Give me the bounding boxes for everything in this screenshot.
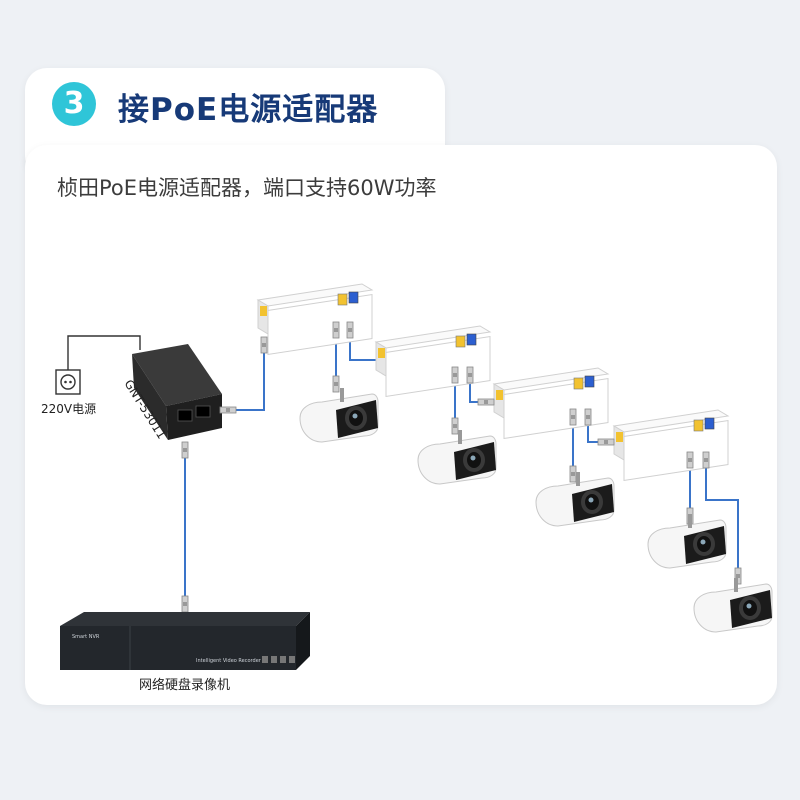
poe-adapter-icon <box>132 344 222 440</box>
rj45-plug <box>569 465 577 483</box>
rj45-plug <box>181 595 189 613</box>
rj45-plug <box>346 321 354 339</box>
cable-extender-4-to-camera-5 <box>705 455 739 580</box>
rj45-plug <box>466 366 474 384</box>
rj45-plug <box>181 441 189 459</box>
rj45-plug <box>686 451 694 469</box>
rj45-plug <box>260 336 268 354</box>
cable-adapter-to-extender-1 <box>222 338 265 411</box>
bullet-camera-1 <box>299 387 379 443</box>
poe-extender-2 <box>375 325 491 397</box>
page-title: 接PoE电源适配器 <box>118 92 379 128</box>
nvr-icon <box>60 612 310 670</box>
nvr-panel-text: Intelligent Video Recorder <box>196 658 262 664</box>
rj45-plug <box>451 417 459 435</box>
rj45-plug <box>451 366 459 384</box>
poe-extender-1 <box>257 283 373 355</box>
power-outlet-icon <box>55 369 81 395</box>
bullet-camera-2 <box>417 429 497 485</box>
poe-extender-3 <box>493 367 609 439</box>
power-cord <box>67 335 141 370</box>
power-outlet-label: 220V电源 <box>41 402 96 416</box>
bullet-camera-5 <box>693 577 773 633</box>
poe-extender-4 <box>613 409 729 481</box>
nvr-caption: 网络硬盘录像机 <box>139 677 230 693</box>
step-number-badge: 3 <box>52 82 96 126</box>
nvr-brand-text: Smart NVR <box>72 634 100 640</box>
rj45-plug <box>332 321 340 339</box>
rj45-plug <box>584 408 592 426</box>
rj45-plug <box>597 438 615 446</box>
rj45-plug <box>702 451 710 469</box>
rj45-plug <box>569 408 577 426</box>
subtitle: 桢田PoE电源适配器，端口支持60W功率 <box>57 176 437 200</box>
rj45-plug <box>219 406 237 414</box>
rj45-plug <box>332 375 340 393</box>
rj45-plug <box>477 398 495 406</box>
